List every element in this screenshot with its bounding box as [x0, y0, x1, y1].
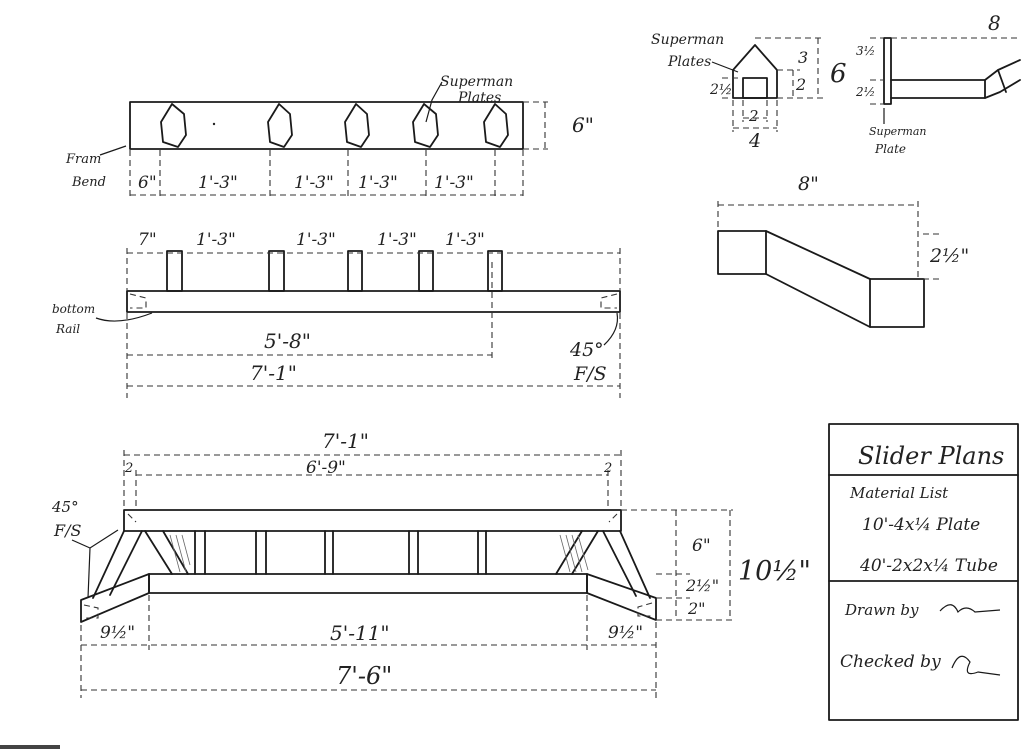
superman-plates-small: Plates [667, 54, 711, 70]
dim-mid: 1'-3" [445, 230, 485, 250]
dim-mid: 1'-3" [377, 230, 417, 250]
dim-bot-10half: 10½" [738, 556, 811, 587]
dim-mid: 1'-3" [296, 230, 336, 250]
dim-bot-2: 2 [603, 461, 612, 476]
superman-plates-small: Superman [651, 32, 724, 48]
dim-plate: 4 [748, 130, 761, 152]
dim-bot-2: 2" [687, 599, 706, 618]
dim-bot-9half: 9½" [608, 623, 643, 643]
dim-plate: 2 [795, 75, 806, 94]
dim-side: 8 [988, 11, 1001, 35]
frame-bend-label: Fram [65, 152, 101, 167]
title-text: Slider Plans [858, 442, 1004, 470]
dim-mid: 1'-3" [196, 230, 236, 250]
superman-plate-shape [267, 103, 293, 148]
superman-plates-label: Plates [457, 90, 501, 106]
page-edge-mark [0, 745, 60, 749]
superman-plates-label: Superman [440, 74, 513, 90]
material-heading: Material List [849, 484, 949, 502]
lower-rail-rect [148, 573, 588, 594]
frame-bend-rect [129, 101, 524, 150]
fs-angle-label: 45° [51, 498, 79, 516]
bottom-rail-label: Rail [55, 322, 80, 336]
middle-view-bottom-rail: 7" 1'-3" 1'-3" 1'-3" 1'-3" bottom Rail 5… [52, 230, 621, 398]
dim-offset: 2½" [929, 245, 969, 267]
top-rail-rect [123, 509, 622, 532]
dim-top-seg: 1'-3" [294, 173, 334, 193]
bottom-assembly-view: 7'-1" 6'-9" 2 2 6" 2½" 2" 10½" 9½" 5'-11… [51, 429, 811, 698]
drawn-by-signature [939, 604, 1001, 614]
offset-detail: 8" 2½" [717, 173, 969, 328]
top-view-frame-bend: Superman Plates 6" Fram Bend 6" 1'-3" 1'… [65, 74, 594, 198]
material-item: 40'-2x2x¼ Tube [859, 556, 998, 576]
title-block-border [828, 423, 1019, 721]
superman-plate-detail: Superman Plates 3 2 6 2½ 2 4 [651, 32, 847, 152]
checked-by-label: Checked by [840, 652, 941, 672]
superman-plate-side-label: Superman [869, 125, 927, 138]
side-plate-detail: 3½ 2½ 8 Superman Plate [855, 11, 1021, 156]
bottom-rail-rect [126, 290, 621, 313]
superman-plate-shape [160, 103, 187, 148]
dim-top-seg: 1'-3" [434, 173, 474, 193]
dim-plate: 2 [748, 107, 759, 125]
dim-bot-511: 5'-11" [330, 621, 390, 645]
fs-angle-label: 45° [569, 339, 604, 361]
dim-top-height: 6" [572, 113, 594, 137]
dim-side: 2½ [855, 85, 875, 99]
dim-plate: 6 [830, 59, 847, 89]
bottom-rail-label: bottom [52, 302, 95, 316]
dim-top-seg: 1'-3" [358, 173, 398, 193]
superman-plate-shape [412, 103, 439, 148]
material-item: 10'-4x¼ Plate [862, 515, 980, 535]
dim-mid: 7" [138, 230, 157, 250]
dim-bot-9half: 9½" [100, 623, 135, 643]
dim-bot-2: 2 [124, 461, 133, 476]
dim-mid-71: 7'-1" [250, 361, 297, 385]
dim-top-seg: 6" [138, 173, 157, 193]
plate-outline [732, 44, 778, 99]
dim-side: 3½ [856, 44, 875, 58]
frame-bend-label: Bend [71, 175, 106, 190]
checked-by-signature [951, 655, 1001, 676]
dim-mid-568: 5'-8" [264, 329, 311, 353]
dim-bot-2half: 2½" [685, 576, 719, 595]
superman-plate-shape [483, 103, 509, 148]
dim-offset: 8" [798, 173, 819, 195]
dim-plate: 2½ [709, 82, 732, 98]
dim-bot-69: 6'-9" [306, 458, 346, 478]
drawn-by-label: Drawn by [844, 601, 919, 619]
dim-bot-6: 6" [692, 536, 711, 556]
superman-plate-shape [344, 103, 370, 148]
fs-angle-label: F/S [53, 521, 81, 540]
superman-plate-side-label: Plate [874, 142, 906, 156]
superman-plates-row [160, 103, 509, 148]
title-block: Slider Plans Material List 10'-4x¼ Plate… [828, 423, 1019, 721]
dim-top-seg: 1'-3" [198, 173, 238, 193]
fs-angle-label: F/S [573, 363, 607, 385]
leader-line [425, 81, 443, 123]
dim-bot-71: 7'-1" [322, 429, 369, 453]
dim-plate: 3 [798, 48, 808, 67]
dim-bot-76: 7'-6" [336, 662, 392, 690]
